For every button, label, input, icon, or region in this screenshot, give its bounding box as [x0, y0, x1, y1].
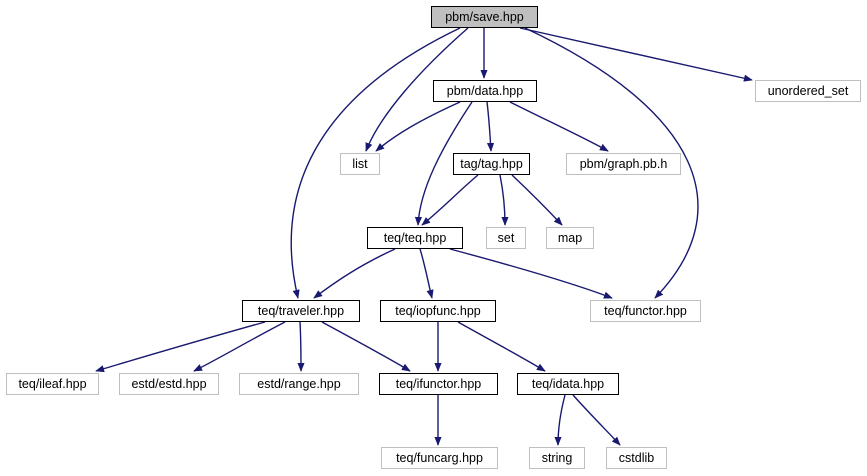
node-label: list — [352, 157, 368, 171]
edge-tag-to-teq — [421, 174, 479, 226]
edge-tag-to-map — [511, 174, 563, 226]
node-label: teq/iopfunc.hpp — [395, 304, 481, 318]
edge-tag-to-set — [499, 174, 509, 226]
node-pbm-graph-pb-h[interactable]: pbm/graph.pb.h — [566, 153, 681, 175]
edge-idata-to-cstdlib — [572, 394, 621, 446]
node-label: pbm/graph.pb.h — [579, 157, 668, 171]
edge-traveler-to-ifunctor — [321, 321, 411, 372]
node-label: teq/traveler.hpp — [257, 304, 345, 318]
edge-data-to-graph — [509, 101, 609, 152]
node-label: cstdlib — [618, 451, 655, 465]
node-label: teq/idata.hpp — [531, 377, 605, 391]
node-map[interactable]: map — [546, 227, 594, 249]
edge-iopfunc-to-idata — [457, 321, 546, 372]
edge-save-to-unordered — [519, 27, 753, 82]
node-estd-range-hpp[interactable]: estd/range.hpp — [239, 373, 359, 395]
edge-teq-to-iopfunc — [419, 248, 434, 299]
edge-teq-to-traveler — [313, 248, 396, 299]
node-label: teq/funcarg.hpp — [396, 451, 483, 465]
node-pbm-save-hpp[interactable]: pbm/save.hpp — [431, 6, 538, 28]
node-string[interactable]: string — [529, 447, 585, 469]
node-tag-tag-hpp[interactable]: tag/tag.hpp — [453, 153, 530, 175]
node-unordered-set[interactable]: unordered_set — [755, 80, 861, 102]
node-label: tag/tag.hpp — [460, 157, 523, 171]
node-teq-ifunctor-hpp[interactable]: teq/ifunctor.hpp — [379, 373, 498, 395]
node-teq-traveler-hpp[interactable]: teq/traveler.hpp — [242, 300, 360, 322]
node-set[interactable]: set — [486, 227, 526, 249]
edge-data-to-list — [375, 101, 461, 152]
node-label: pbm/data.hpp — [446, 84, 524, 98]
node-label: estd/range.hpp — [257, 377, 341, 391]
edge-idata-to-string — [554, 394, 566, 446]
edge-save-to-functor — [524, 27, 699, 299]
node-label: teq/teq.hpp — [383, 231, 447, 245]
node-label: estd/estd.hpp — [131, 377, 207, 391]
node-teq-ileaf-hpp[interactable]: teq/ileaf.hpp — [6, 373, 99, 395]
edge-traveler-to-range — [297, 321, 305, 372]
node-teq-functor-hpp[interactable]: teq/functor.hpp — [590, 300, 701, 322]
node-teq-idata-hpp[interactable]: teq/idata.hpp — [517, 373, 619, 395]
node-cstdlib[interactable]: cstdlib — [606, 447, 667, 469]
node-teq-funcarg-hpp[interactable]: teq/funcarg.hpp — [381, 447, 498, 469]
node-label: unordered_set — [767, 84, 849, 98]
node-label: teq/ileaf.hpp — [18, 377, 87, 391]
node-label: pbm/save.hpp — [445, 10, 524, 24]
node-label: teq/ifunctor.hpp — [395, 377, 482, 391]
node-label: map — [557, 231, 583, 245]
edge-traveler-to-estd — [193, 321, 286, 372]
node-pbm-data-hpp[interactable]: pbm/data.hpp — [433, 80, 537, 102]
node-teq-iopfunc-hpp[interactable]: teq/iopfunc.hpp — [380, 300, 496, 322]
node-label: teq/functor.hpp — [604, 304, 687, 318]
node-teq-teq-hpp[interactable]: teq/teq.hpp — [367, 227, 463, 249]
edge-teq-to-functor — [449, 248, 613, 299]
edge-data-to-tag — [486, 101, 495, 152]
edge-save-to-traveler — [290, 27, 461, 299]
edge-traveler-to-ileaf — [95, 321, 266, 373]
edge-save-to-list — [365, 27, 469, 152]
node-list[interactable]: list — [340, 153, 380, 175]
edge-data-to-teq — [414, 101, 473, 226]
node-label: string — [541, 451, 573, 465]
node-estd-estd-hpp[interactable]: estd/estd.hpp — [119, 373, 219, 395]
node-label: set — [497, 231, 515, 245]
